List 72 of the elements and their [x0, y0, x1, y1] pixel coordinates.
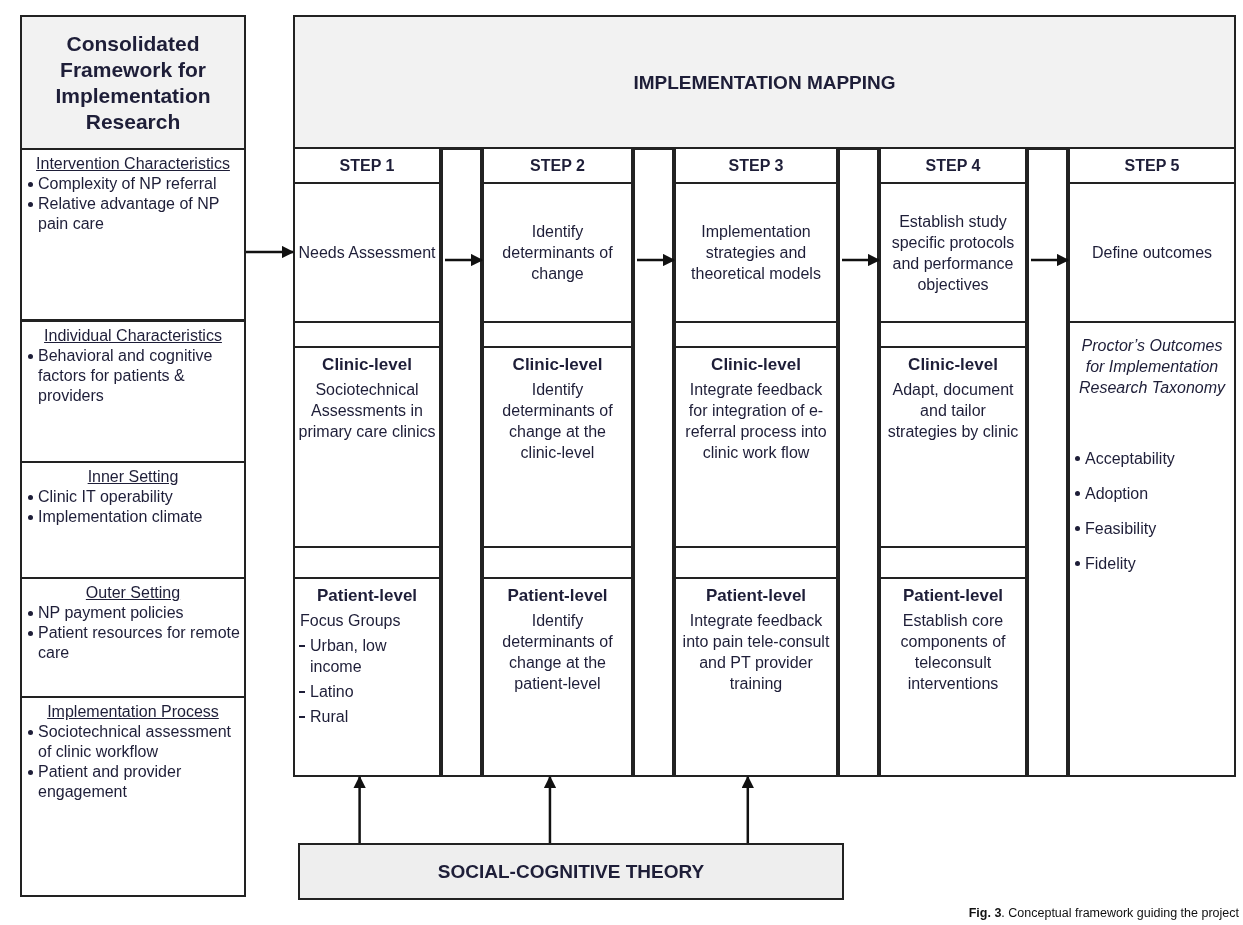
- arrow: [543, 775, 557, 843]
- arrow: [637, 253, 676, 267]
- process-box: [674, 346, 838, 548]
- list-item: Adoption: [1085, 485, 1149, 502]
- step-text: Needs Assessment: [298, 243, 436, 263]
- process-box: [674, 182, 838, 323]
- step-text: Identify determinants of change: [501, 222, 614, 284]
- list-item: Behavioral and cognitive factors for patients & providers: [38, 347, 213, 404]
- level-heading: Patient-level: [316, 585, 418, 606]
- category-box: [20, 148, 246, 321]
- step-column: [879, 147, 1027, 777]
- arrow: [741, 775, 755, 843]
- list-item: Sociotechnical assessment of clinic workflow: [38, 723, 231, 760]
- list-item: Clinic IT operability: [38, 488, 173, 505]
- list-item: Fidelity: [1085, 555, 1136, 572]
- process-box: [293, 346, 441, 548]
- step-column: [293, 147, 441, 777]
- arrow: [353, 775, 366, 843]
- category-heading: Individual Characteristics: [43, 326, 223, 346]
- list-item: Patient resources for remote care: [38, 624, 240, 661]
- category-heading: Implementation Process: [46, 702, 220, 722]
- figure-caption: Fig. 3. Conceptual framework guiding the project: [968, 906, 1239, 920]
- step-text: Adapt, document and tailor strategies by clinic: [886, 380, 1020, 442]
- column-heading: Consolidated Framework for Implementation Research: [22, 17, 244, 151]
- step-text: Identify determinants of change at the patient-level: [501, 611, 614, 694]
- level-heading: Patient-level: [507, 585, 608, 606]
- list-item: Implementation climate: [38, 508, 203, 525]
- process-box: [879, 346, 1027, 548]
- category-heading: Inner Setting: [86, 467, 180, 487]
- list-item: Complexity of NP referral: [38, 175, 217, 192]
- step-text: Implementation strategies and theoretical models: [690, 222, 822, 284]
- process-box: [482, 182, 633, 323]
- level-heading: Clinic-level: [512, 354, 603, 375]
- step-text: Integrate feedback into pain tele-consult and PT provider training: [681, 611, 831, 694]
- list-item: Patient and provider engagement: [38, 763, 182, 800]
- list-item: Latino: [310, 683, 354, 700]
- step-column: [674, 147, 838, 777]
- step-text: Identify determinants of change at the clinic-level: [501, 380, 614, 463]
- step-text: Integrate feedback for integration of e-referral process into clinic work flow: [684, 380, 828, 463]
- category-heading: Intervention Characteristics: [35, 154, 231, 174]
- step-text: Focus Groups: [299, 611, 401, 631]
- category-heading: Outer Setting: [84, 583, 182, 603]
- level-heading: Patient-level: [705, 585, 807, 606]
- theory-box: [298, 843, 844, 900]
- level-heading: Patient-level: [902, 585, 1004, 606]
- list-item: Urban, low income: [310, 637, 387, 675]
- arrow: [246, 245, 295, 259]
- level-heading: Clinic-level: [322, 354, 412, 375]
- list-item: Rural: [310, 708, 349, 725]
- process-box: [293, 182, 441, 323]
- arrow: [842, 253, 881, 267]
- framework-column: [20, 15, 246, 897]
- process-box: [482, 346, 633, 548]
- list-item: Acceptability: [1085, 450, 1175, 467]
- process-box: [879, 182, 1027, 323]
- step-text: Establish study specific protocols and performance objectives: [890, 211, 1016, 295]
- step-text: Sociotechnical Assessments in primary care clinics: [298, 380, 436, 442]
- column-heading: IMPLEMENTATION MAPPING: [295, 17, 1234, 150]
- level-heading: Clinic-level: [908, 354, 998, 375]
- mapping-panel: [293, 15, 1236, 777]
- arrow: [445, 253, 484, 267]
- list-item: NP payment policies: [38, 604, 184, 621]
- theory-title: SOCIAL-COGNITIVE THEORY: [437, 861, 705, 882]
- level-heading: Clinic-level: [711, 354, 801, 375]
- list-item: Feasibility: [1085, 520, 1157, 537]
- step-column: [1068, 147, 1236, 777]
- step-text: Establish core components of teleconsult interventions: [899, 611, 1007, 694]
- list-item: Relative advantage of NP pain care: [38, 195, 220, 232]
- step-text: Define outcomes: [1091, 243, 1213, 263]
- step-column: [482, 147, 633, 777]
- arrow: [1031, 253, 1070, 267]
- taxonomy-title: Proctor’s Outcomes for Implementation Research Taxonomy: [1077, 336, 1227, 398]
